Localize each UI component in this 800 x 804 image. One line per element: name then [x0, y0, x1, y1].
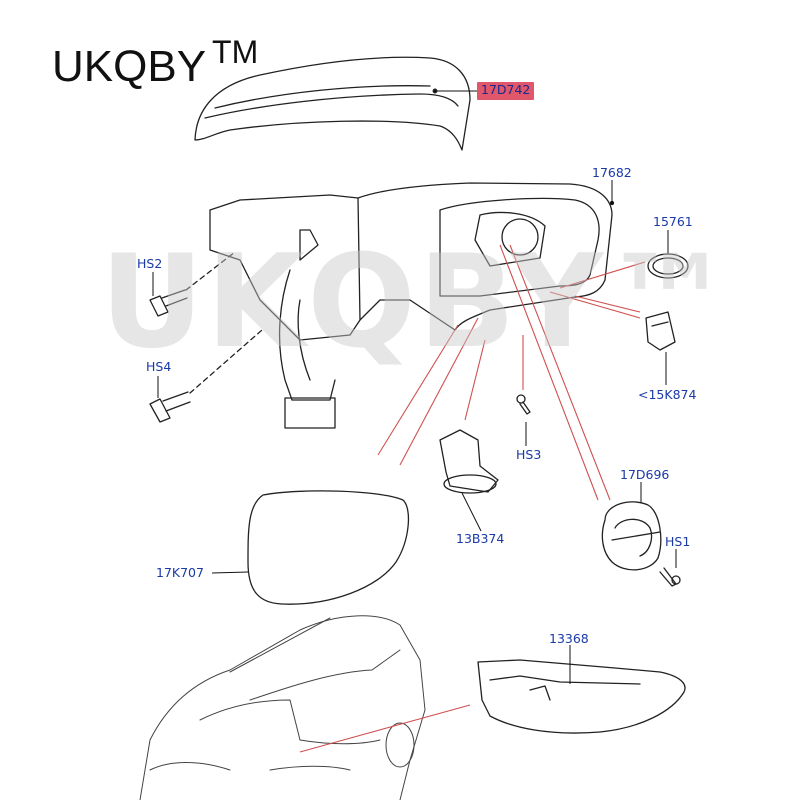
puddle-lamp-drawing — [439, 429, 499, 494]
trademark-mark: TM — [212, 34, 259, 70]
callout-screw-hs2: HS2 — [137, 256, 163, 271]
leader-lines — [299, 244, 646, 753]
callout-motor: 17D696 — [620, 467, 670, 482]
mirror-cap-drawing — [194, 56, 479, 151]
seal-drawing — [647, 253, 689, 279]
callout-mirror-glass: 17K707 — [156, 565, 204, 580]
callout-mirror-housing: 17682 — [592, 165, 632, 180]
screw-hs3-drawing — [516, 394, 531, 415]
screw-hs2-drawing — [149, 251, 236, 317]
callout-bulb-holder: <15K874 — [638, 387, 697, 402]
callout-ticks — [152, 180, 677, 684]
callout-screw-hs1: HS1 — [665, 534, 691, 549]
callout-seal: 15761 — [653, 214, 693, 229]
mirror-base-drawing — [209, 182, 613, 429]
screw-hs4-drawing — [149, 329, 263, 423]
car-drawing — [139, 615, 426, 801]
bulb-holder-drawing — [645, 311, 676, 351]
callout-indicator: 13368 — [549, 631, 589, 646]
callout-puddle-lamp: 13B374 — [456, 531, 505, 546]
brand-name: UKQBY — [52, 42, 207, 91]
callout-mirror-cap: 17D742 — [477, 82, 535, 100]
motor-drawing — [601, 501, 681, 587]
callout-screw-hs3: HS3 — [516, 447, 542, 462]
indicator-drawing — [477, 659, 686, 734]
mirror-glass-drawing — [247, 490, 410, 605]
callout-screw-hs4: HS4 — [146, 359, 172, 374]
